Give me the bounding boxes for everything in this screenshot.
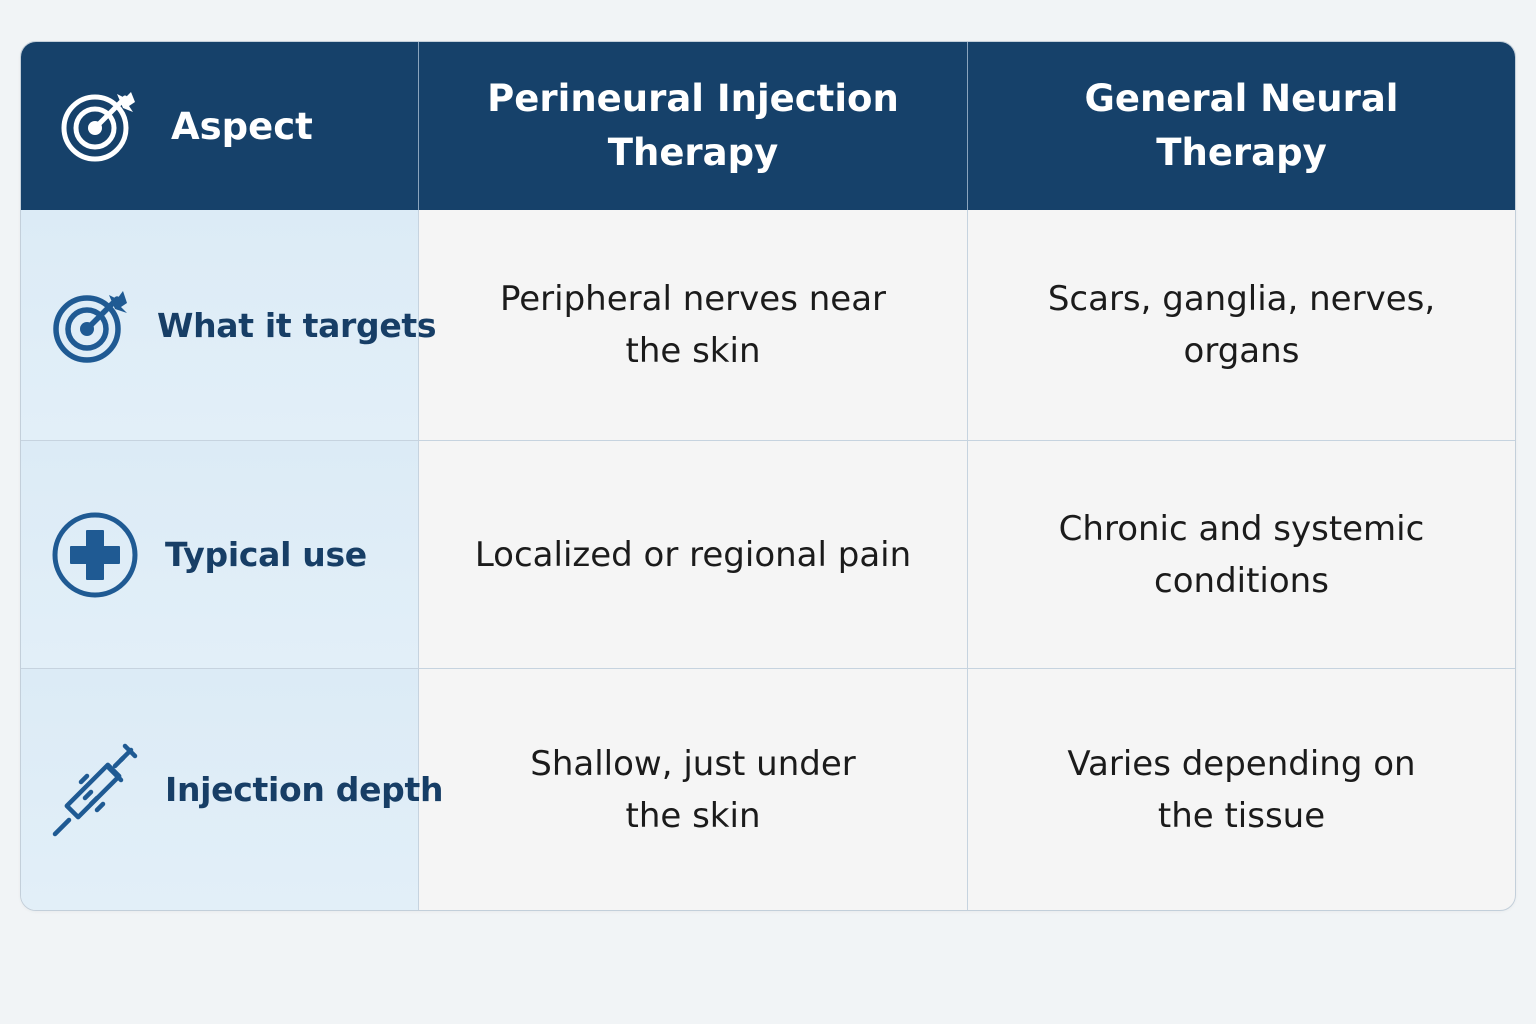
header-perineural-label: Perineural Injection Therapy	[487, 77, 899, 174]
cell-text: Scars, ganglia, nerves, organs	[1047, 279, 1436, 371]
header-perineural: Perineural Injection Therapy	[419, 42, 968, 210]
comparison-table: Aspect Perineural Injection Therapy Gene…	[20, 41, 1516, 911]
cell-text: Localized or regional pain	[474, 534, 912, 575]
header-general-label: General Neural Therapy	[1084, 77, 1399, 174]
target-icon	[51, 285, 131, 365]
target-icon	[61, 88, 137, 164]
cell-text: Varies depending on the tissue	[1067, 743, 1416, 836]
header-aspect-label: Aspect	[171, 104, 313, 148]
cell-general-targets: Scars, ganglia, nerves, organs	[968, 210, 1515, 441]
medical-cross-icon	[51, 511, 139, 599]
cell-perineural-targets: Peripheral nerves near the skin	[419, 210, 968, 441]
row-label-depth: Injection depth	[21, 669, 443, 910]
cell-general-depth: Varies depending on the tissue	[968, 669, 1515, 910]
cell-text: Peripheral nerves near the skin	[499, 279, 887, 371]
cell-general-use: Chronic and systemic conditions	[968, 441, 1515, 669]
cell-perineural-use: Localized or regional pain	[419, 441, 968, 669]
syringe-icon	[51, 742, 139, 838]
row-label-text: What it targets	[157, 305, 437, 345]
row-label-text: Injection depth	[165, 770, 444, 809]
cell-text: Chronic and systemic conditions	[1058, 508, 1425, 601]
header-aspect: Aspect	[21, 42, 419, 210]
row-label-targets: What it targets	[21, 210, 437, 441]
header-general: General Neural Therapy	[968, 42, 1515, 210]
cell-perineural-depth: Shallow, just under the skin	[419, 669, 968, 910]
row-label-use: Typical use	[21, 441, 419, 669]
cell-text: Shallow, just under the skin	[530, 743, 856, 836]
row-label-text: Typical use	[165, 535, 367, 574]
